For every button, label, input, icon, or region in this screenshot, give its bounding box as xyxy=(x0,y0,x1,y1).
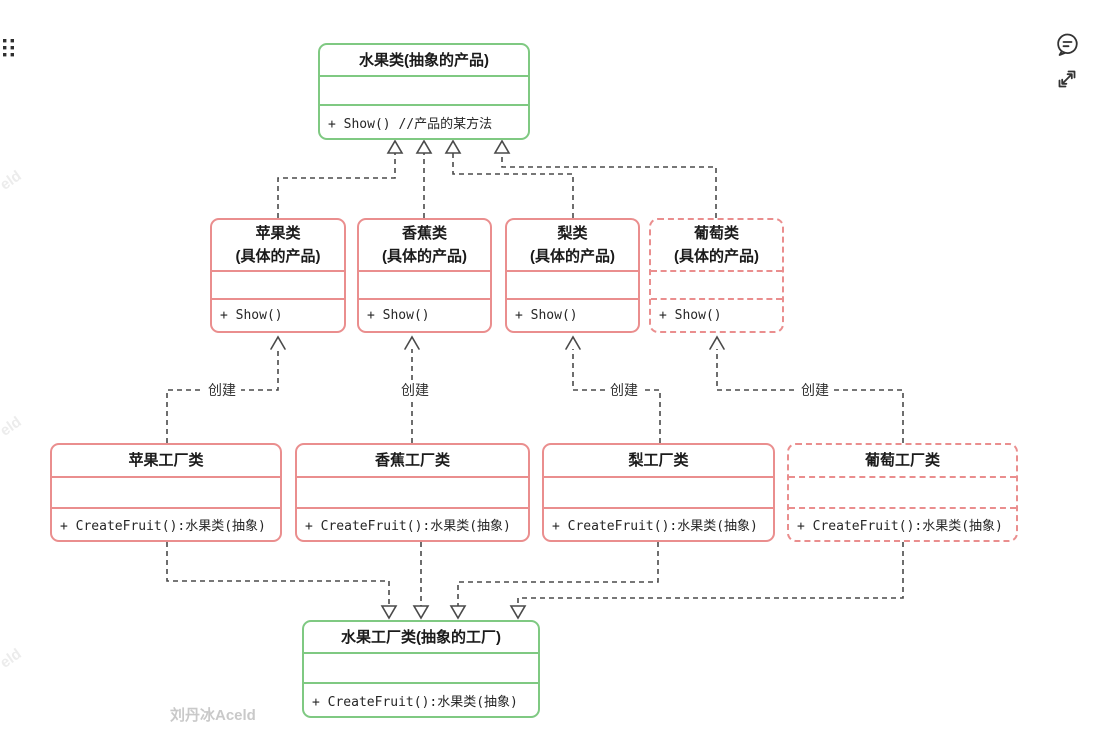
arrowhead-open-up xyxy=(709,335,725,350)
create-label-banana: 创建 xyxy=(396,380,434,400)
class-box-fruit-factory-abstract: 水果工厂类(抽象的工厂) + CreateFruit():水果类(抽象) xyxy=(302,620,540,718)
class-title: 香蕉类 (具体的产品) xyxy=(359,220,490,272)
class-fields-empty xyxy=(212,272,344,300)
expand-button[interactable] xyxy=(1055,67,1079,94)
edge-grape-implements xyxy=(501,153,717,218)
arrowhead-open-up xyxy=(404,335,420,350)
watermark-fragment: eld xyxy=(0,413,25,440)
class-title-text: 香蕉工厂类 xyxy=(374,452,450,469)
class-box-apple-product: 苹果类 (具体的产品) + Show() xyxy=(210,218,346,333)
arrowhead-hollow-up xyxy=(415,139,433,154)
class-box-apple-factory: 苹果工厂类 + CreateFruit():水果类(抽象) xyxy=(50,443,282,542)
create-label-grape: 创建 xyxy=(796,380,834,400)
class-method: + CreateFruit():水果类(抽象) xyxy=(797,519,1003,534)
class-method: + CreateFruit():水果类(抽象) xyxy=(552,519,758,534)
class-subtitle-text: (具体的产品) xyxy=(674,248,759,265)
edge-apple-implements xyxy=(277,153,396,218)
arrowhead-hollow-up xyxy=(386,139,404,154)
class-method: + CreateFruit():水果类(抽象) xyxy=(60,519,266,534)
class-box-fruit-product-abstract: 水果类(抽象的产品) + Show() //产品的某方法 xyxy=(318,43,530,140)
class-title: 苹果工厂类 xyxy=(52,445,280,478)
edge-pear-implements xyxy=(452,153,574,218)
arrowhead-hollow-down xyxy=(449,605,467,620)
expand-icon xyxy=(1058,70,1076,88)
class-box-grape-product: 葡萄类 (具体的产品) + Show() xyxy=(649,218,784,333)
class-method: + Show() xyxy=(515,308,578,323)
class-subtitle-text: (具体的产品) xyxy=(382,248,467,265)
class-title: 梨工厂类 xyxy=(544,445,773,478)
class-method: + CreateFruit():水果类(抽象) xyxy=(312,694,518,710)
class-title-text: 苹果类 xyxy=(255,225,301,242)
arrowhead-hollow-down xyxy=(412,605,430,620)
watermark-text: 刘丹冰Aceld xyxy=(170,707,256,724)
watermark-fragment: eld xyxy=(0,645,25,672)
class-fields-empty xyxy=(789,478,1016,509)
comment-icon xyxy=(1057,33,1078,56)
class-title-text: 水果类(抽象的产品) xyxy=(359,51,489,69)
class-box-pear-factory: 梨工厂类 + CreateFruit():水果类(抽象) xyxy=(542,443,775,542)
class-title: 葡萄工厂类 xyxy=(789,445,1016,478)
class-title: 梨类 (具体的产品) xyxy=(507,220,638,272)
class-fields-empty xyxy=(507,272,638,300)
class-title-text: 香蕉类 xyxy=(401,225,447,242)
arrowhead-hollow-up xyxy=(444,139,462,154)
class-title: 水果工厂类(抽象的工厂) xyxy=(304,622,538,654)
class-title-text: 梨类 xyxy=(557,225,588,242)
class-method: + Show() xyxy=(659,308,722,323)
arrowhead-hollow-up xyxy=(493,139,511,154)
drag-handle-icon[interactable] xyxy=(2,37,16,62)
comment-button[interactable] xyxy=(1054,31,1081,61)
class-fields-empty xyxy=(297,478,528,509)
class-box-banana-product: 香蕉类 (具体的产品) + Show() xyxy=(357,218,492,333)
class-title-text: 葡萄工厂类 xyxy=(864,452,940,469)
create-label-apple: 创建 xyxy=(203,380,241,400)
drag-handle-dots-icon xyxy=(3,39,14,57)
edge-pear-factory-implements xyxy=(457,542,659,606)
class-title-text: 苹果工厂类 xyxy=(128,452,204,469)
class-subtitle-text: (具体的产品) xyxy=(235,248,321,265)
class-fields-empty xyxy=(651,272,782,300)
create-label-pear: 创建 xyxy=(605,380,643,400)
class-fields-empty xyxy=(52,478,280,509)
class-box-grape-factory: 葡萄工厂类 + CreateFruit():水果类(抽象) xyxy=(787,443,1018,542)
class-box-banana-factory: 香蕉工厂类 + CreateFruit():水果类(抽象) xyxy=(295,443,530,542)
class-title-text: 葡萄类 xyxy=(693,225,739,242)
edge-grape-factory-implements xyxy=(517,542,904,606)
class-title-text: 水果工厂类(抽象的工厂) xyxy=(341,628,501,646)
arrowhead-open-up xyxy=(565,335,581,350)
class-title: 苹果类 (具体的产品) xyxy=(212,220,344,272)
class-method: + Show() //产品的某方法 xyxy=(328,116,493,132)
class-method: + Show() xyxy=(220,308,283,323)
class-box-pear-product: 梨类 (具体的产品) + Show() xyxy=(505,218,640,333)
class-method: + Show() xyxy=(367,308,430,323)
class-title: 水果类(抽象的产品) xyxy=(320,45,528,77)
class-method: + CreateFruit():水果类(抽象) xyxy=(305,519,511,534)
class-title: 香蕉工厂类 xyxy=(297,445,528,478)
class-fields-empty xyxy=(320,77,528,106)
class-fields-empty xyxy=(544,478,773,509)
class-fields-empty xyxy=(304,654,538,684)
arrowhead-open-up xyxy=(270,335,286,350)
arrowhead-hollow-down xyxy=(380,605,398,620)
watermark-fragment: eld xyxy=(0,167,25,194)
class-title: 葡萄类 (具体的产品) xyxy=(651,220,782,272)
edge-apple-factory-implements xyxy=(166,542,390,606)
arrowhead-hollow-down xyxy=(509,605,527,620)
class-title-text: 梨工厂类 xyxy=(628,452,689,469)
class-fields-empty xyxy=(359,272,490,300)
class-subtitle-text: (具体的产品) xyxy=(530,248,615,265)
